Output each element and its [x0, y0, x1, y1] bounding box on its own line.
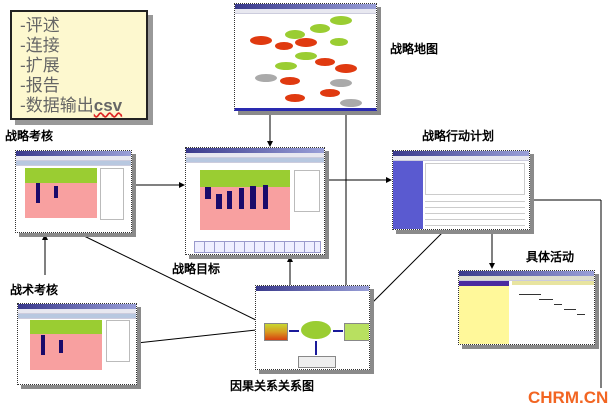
label-strategic-action-plan: 战略行动计划 [422, 129, 495, 143]
note-item: -扩展 [20, 56, 60, 76]
strategic-objectives-screenshot [185, 147, 325, 255]
label-strategic-objectives: 战略目标 [172, 262, 221, 276]
label-strategy-map: 战略地图 [390, 42, 439, 56]
tactical-assessment-screenshot [17, 303, 137, 385]
note-item: -连接 [20, 36, 60, 56]
specific-activities-screenshot [458, 270, 595, 345]
strategic-assessment-screenshot [15, 150, 132, 233]
note-item: -数据输出csv [20, 96, 123, 116]
chrm-watermark: CHRM.CN [528, 388, 609, 407]
label-cause-effect-diagram: 因果关系关系图 [230, 379, 315, 393]
cause-effect-diagram-screenshot [255, 285, 370, 370]
label-tactical-assessment: 战术考核 [10, 283, 59, 297]
strategy-map-screenshot [234, 3, 377, 111]
line-tactical-to-causal [136, 329, 257, 344]
line-assessment-to-causal [79, 233, 257, 321]
note-item: -报告 [20, 76, 60, 96]
line-causal-to-action-plan [369, 229, 446, 306]
label-strategic-assessment: 战略考核 [5, 129, 54, 143]
strategic-action-plan-screenshot [392, 150, 530, 230]
note-item: -评述 [20, 16, 60, 36]
label-specific-activities: 具体活动 [526, 250, 575, 264]
feature-note: -评述 -连接 -扩展 -报告 -数据输出csv [10, 10, 148, 120]
